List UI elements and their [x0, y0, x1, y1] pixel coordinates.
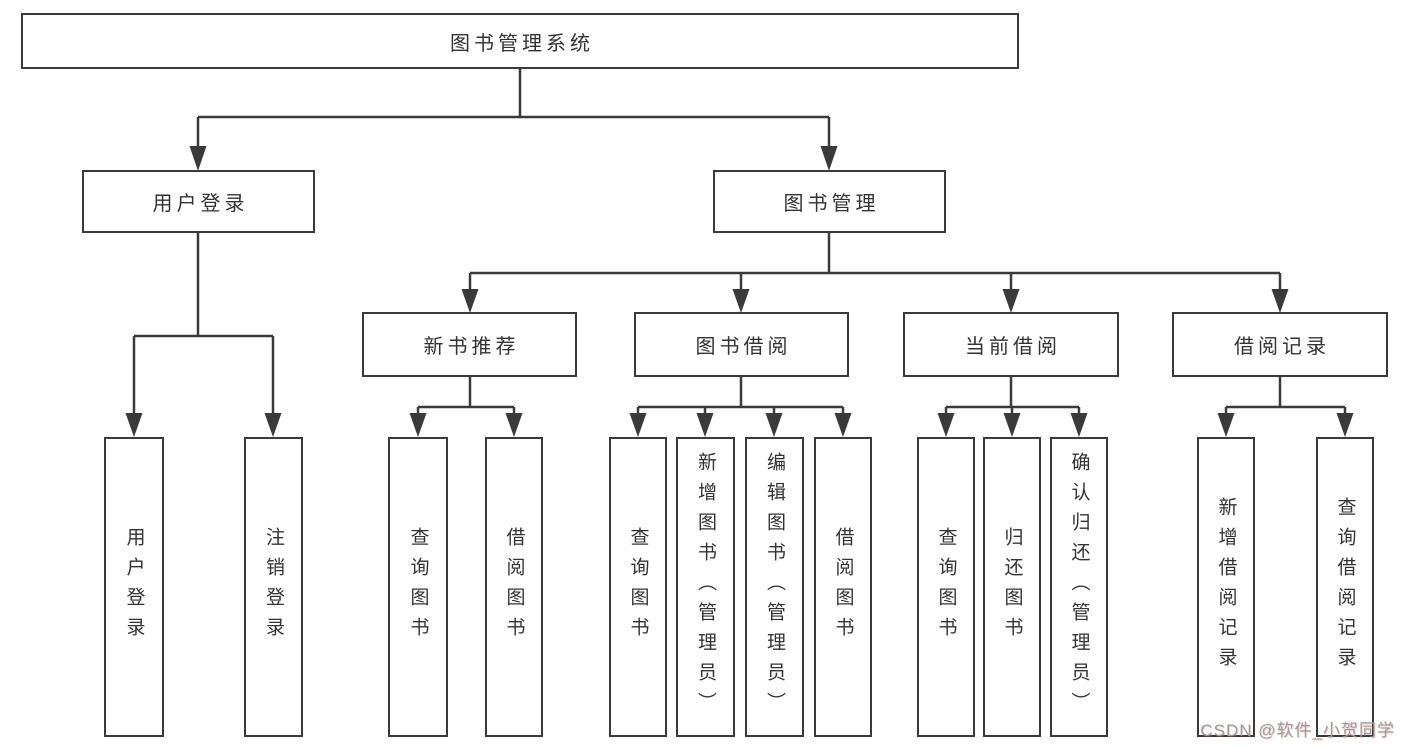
node-current-borrow: 当前借阅 — [903, 312, 1119, 377]
node-book-borrow: 图书借阅 — [634, 312, 849, 377]
node-book-borrow-label: 图书借阅 — [695, 336, 792, 358]
leaf-return-book: 归还图书 — [983, 437, 1041, 737]
leaf-borrow-book-recommend-label: 借阅图书 — [503, 527, 525, 647]
node-user-login: 用户登录 — [82, 170, 315, 233]
leaf-user-login-label: 用户登录 — [123, 527, 145, 647]
node-new-book-recommend: 新书推荐 — [362, 312, 577, 377]
leaf-logout-label: 注销登录 — [263, 527, 284, 647]
node-current-borrow-label: 当前借阅 — [965, 336, 1061, 358]
leaf-borrow-book-label: 借阅图书 — [832, 527, 854, 647]
leaf-query-book-recommend-label: 查询图书 — [407, 527, 429, 647]
leaf-add-borrow-record: 新增借阅记录 — [1197, 437, 1255, 737]
node-root: 图书管理系统 — [21, 13, 1019, 69]
leaf-query-book-borrow-label: 查询图书 — [627, 527, 649, 647]
leaf-user-login: 用户登录 — [104, 437, 164, 737]
leaf-edit-book-admin-label: 编辑图书（管理员） — [764, 452, 785, 722]
csdn-watermark: CSDN @软件_小贺同学 — [1200, 721, 1395, 740]
node-book-management: 图书管理 — [713, 170, 946, 233]
node-borrow-record: 借阅记录 — [1172, 312, 1388, 377]
node-root-label: 图书管理系统 — [450, 32, 594, 55]
leaf-query-borrow-record: 查询借阅记录 — [1316, 437, 1374, 737]
arrowheads — [125, 146, 1354, 437]
leaf-query-book-recommend: 查询图书 — [388, 437, 448, 737]
leaf-add-borrow-record-label: 新增借阅记录 — [1215, 497, 1237, 677]
leaf-add-book-admin-label: 新增图书（管理员） — [695, 452, 716, 722]
leaf-query-book-current: 查询图书 — [917, 437, 975, 737]
leaf-query-borrow-record-label: 查询借阅记录 — [1334, 497, 1356, 677]
leaf-borrow-book: 借阅图书 — [814, 437, 872, 737]
leaf-query-book-current-label: 查询图书 — [935, 527, 957, 647]
node-borrow-record-label: 借阅记录 — [1234, 336, 1330, 358]
node-book-management-label: 图书管理 — [783, 193, 880, 215]
leaf-logout: 注销登录 — [244, 437, 303, 737]
leaf-confirm-return-admin: 确认归还（管理员） — [1050, 437, 1108, 737]
leaf-borrow-book-recommend: 借阅图书 — [485, 437, 543, 737]
node-new-book-recommend-label: 新书推荐 — [423, 336, 520, 358]
leaf-query-book-borrow: 查询图书 — [609, 437, 667, 737]
leaf-confirm-return-admin-label: 确认归还（管理员） — [1068, 452, 1090, 722]
leaf-edit-book-admin: 编辑图书（管理员） — [745, 437, 804, 737]
leaf-return-book-label: 归还图书 — [1001, 527, 1023, 647]
leaf-add-book-admin: 新增图书（管理员） — [676, 437, 735, 737]
node-user-login-label: 用户登录 — [152, 193, 249, 215]
